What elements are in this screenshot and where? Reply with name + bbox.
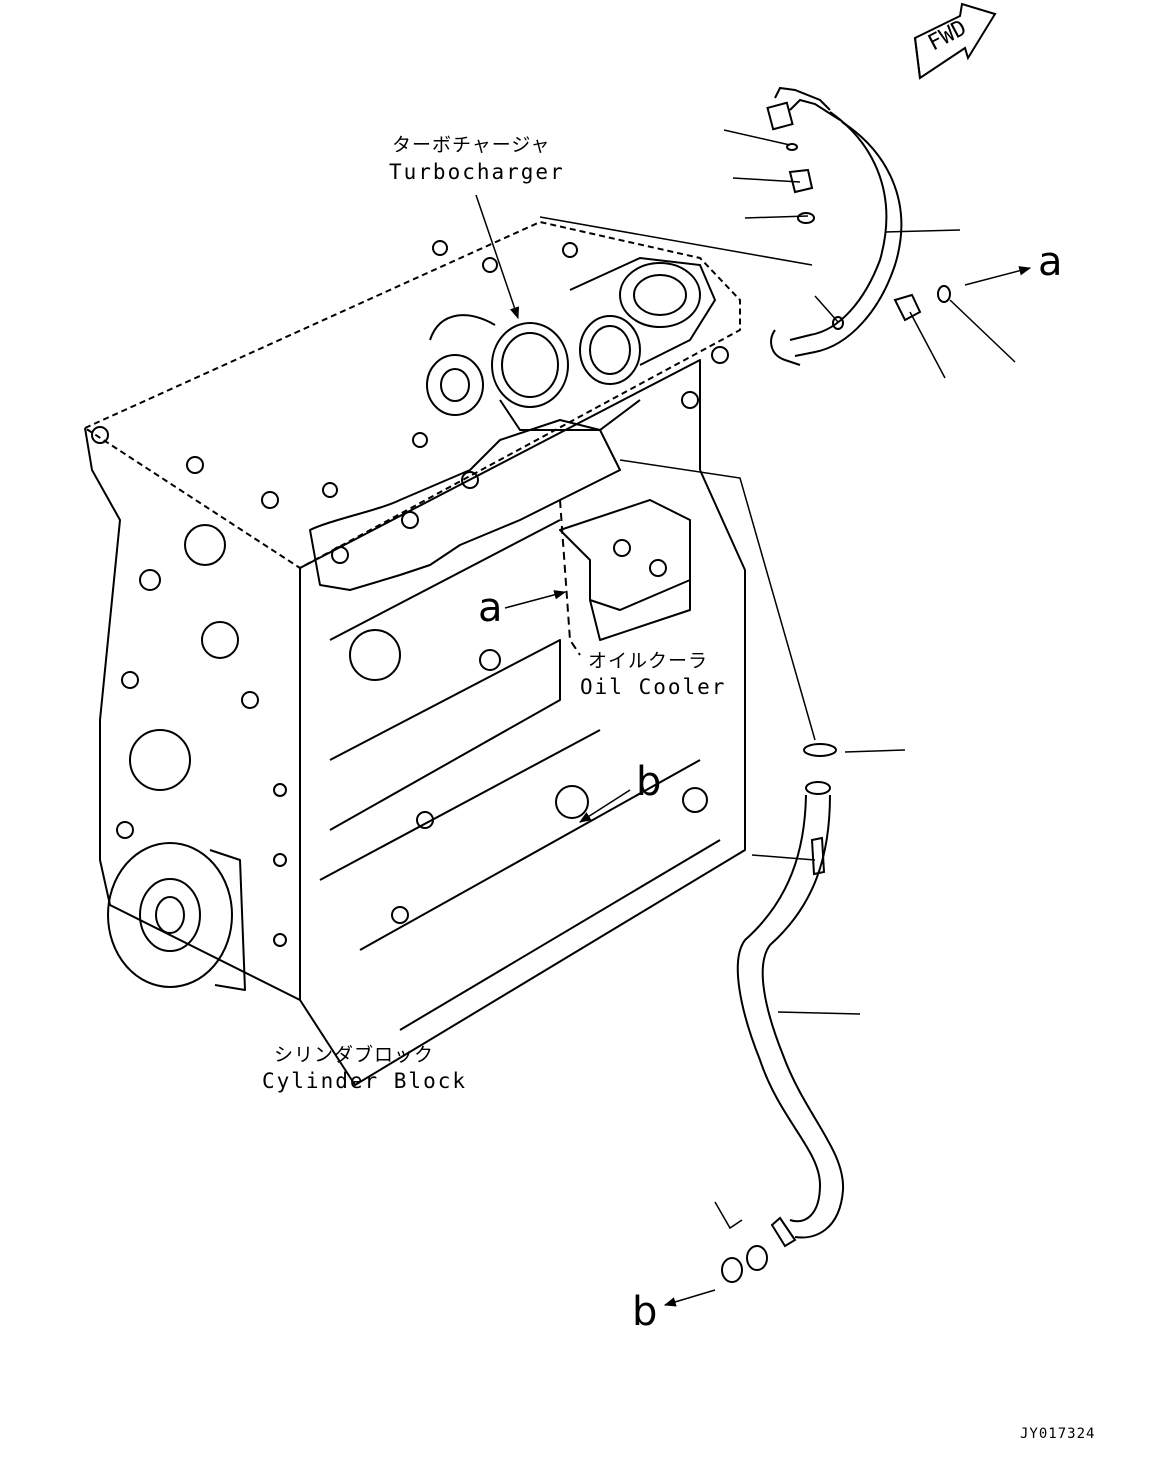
turbocharger-drawing — [426, 256, 717, 431]
drawing-code: JY017324 — [1020, 1426, 1096, 1442]
ref-a-block: a — [478, 585, 503, 631]
ref-b-lower: b — [632, 1289, 658, 1335]
cylinder-block-drawing — [84, 221, 746, 1086]
oil-cooler-label-en: Oil Cooler — [580, 675, 727, 699]
fwd-direction-marker — [913, 2, 997, 80]
turbocharger-label-ja: ターボチャージャ — [392, 134, 551, 156]
cylinder-block-label-ja: シリンダブロック — [274, 1044, 435, 1066]
ref-b-block: b — [636, 759, 662, 805]
turbocharger-label-en: Turbocharger — [389, 160, 565, 184]
lower-oil-pipe — [721, 743, 845, 1283]
upper-oil-pipe — [766, 86, 951, 366]
cylinder-block-label-en: Cylinder Block — [262, 1069, 468, 1093]
ref-a-upper: a — [1038, 239, 1063, 285]
oil-cooler-label-ja: オイルクーラ — [588, 650, 709, 672]
leader-lines — [475, 129, 1032, 1307]
